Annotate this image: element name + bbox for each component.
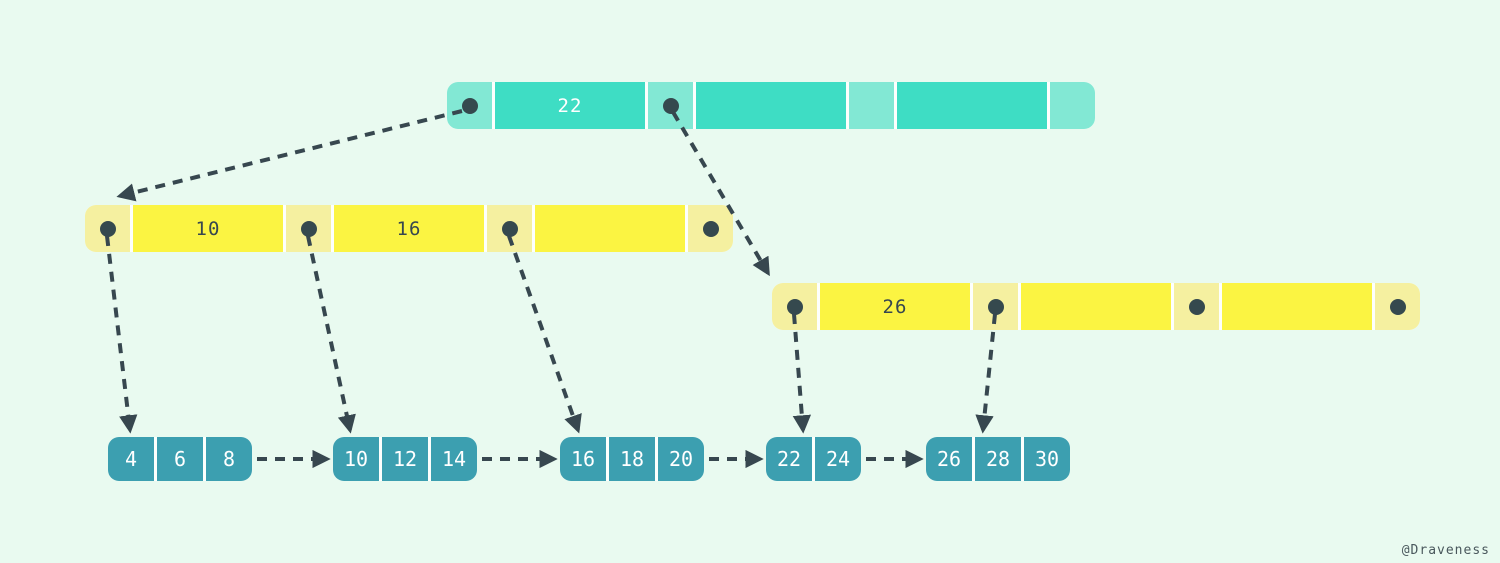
leaf-value: 28: [985, 447, 1011, 471]
internal-right-pointer-cell-3: [1375, 283, 1420, 330]
key-label: 26: [882, 295, 908, 318]
internal-left-key-cell-0: 10: [133, 205, 283, 252]
internal-left-key-cell-2: [535, 205, 685, 252]
root-key-cell-0: 22: [495, 82, 645, 129]
leaf-value: 16: [570, 447, 596, 471]
leaf-value: 20: [668, 447, 694, 471]
root-key-cell-2: [897, 82, 1047, 129]
leaf-cell: 22: [766, 437, 812, 481]
internal-left-key-cell-1: 16: [334, 205, 484, 252]
root-pointer-cell-1: [648, 82, 693, 129]
leaf-node-1: 4 6 8: [108, 437, 252, 481]
leaf-cell: 6: [157, 437, 203, 481]
leaf-value: 26: [936, 447, 962, 471]
leaf-value: 24: [825, 447, 851, 471]
leaf-value: 6: [173, 447, 187, 471]
leaf-value: 10: [343, 447, 369, 471]
internal-right-pointer-cell-1: [973, 283, 1018, 330]
internal-right-key-cell-2: [1222, 283, 1372, 330]
leaf-value: 14: [441, 447, 467, 471]
leaf-value: 30: [1034, 447, 1060, 471]
leaf-cell: 8: [206, 437, 252, 481]
pointer-dot: [786, 298, 803, 315]
internal-right-key-cell-0: 26: [820, 283, 970, 330]
internal-node-right: 26: [772, 283, 1420, 330]
pointer-dot: [300, 220, 317, 237]
leaf-value: 4: [124, 447, 138, 471]
root-key-label: 22: [557, 94, 583, 117]
leaf-value: 12: [392, 447, 418, 471]
pointer-dot: [1188, 298, 1205, 315]
pointer-dot: [461, 97, 478, 114]
leaf-cell: 20: [658, 437, 704, 481]
leaf-node-2: 10 12 14: [333, 437, 477, 481]
internal-left-pointer-cell-0: [85, 205, 130, 252]
internal-left-pointer-cell-3: [688, 205, 733, 252]
pointer-dot: [702, 220, 719, 237]
pointer-dot: [1389, 298, 1406, 315]
edge-internal-left-to-leaf-3: [507, 235, 582, 434]
leaf-node-5: 26 28 30: [926, 437, 1070, 481]
leaf-value: 8: [222, 447, 236, 471]
leaf-cell: 30: [1024, 437, 1070, 481]
leaf-cell: 12: [382, 437, 428, 481]
leaf-cell: 18: [609, 437, 655, 481]
root-key-cell-1: [696, 82, 846, 129]
leaf-cell: 16: [560, 437, 606, 481]
edge-internal-left-to-leaf-1: [105, 235, 138, 434]
edge-internal-right-to-leaf-5: [975, 313, 997, 434]
root-pointer-cell-0: [447, 82, 492, 129]
root-pointer-cell-3: [1050, 82, 1095, 129]
root-pointer-cell-2: [849, 82, 894, 129]
leaf-value: 22: [776, 447, 802, 471]
edge-internal-right-to-leaf-4: [792, 313, 812, 434]
leaf-node-4: 22 24: [766, 437, 861, 481]
pointer-dot: [501, 220, 518, 237]
internal-right-key-cell-1: [1021, 283, 1171, 330]
internal-left-pointer-cell-2: [487, 205, 532, 252]
leaf-cell: 14: [431, 437, 477, 481]
edge-root-to-internal-left: [116, 109, 463, 202]
pointer-dot: [662, 97, 679, 114]
pointer-dot: [99, 220, 116, 237]
key-label: 16: [396, 217, 422, 240]
internal-left-pointer-cell-1: [286, 205, 331, 252]
internal-right-pointer-cell-2: [1174, 283, 1219, 330]
key-label: 10: [195, 217, 221, 240]
leaf-value: 18: [619, 447, 645, 471]
leaf-cell: 26: [926, 437, 972, 481]
leaf-cell: 4: [108, 437, 154, 481]
internal-right-pointer-cell-0: [772, 283, 817, 330]
leaf-cell: 24: [815, 437, 861, 481]
internal-node-left: 10 16: [85, 205, 733, 252]
leaf-cell: 28: [975, 437, 1021, 481]
pointer-dot: [987, 298, 1004, 315]
leaf-cell: 10: [333, 437, 379, 481]
leaf-node-3: 16 18 20: [560, 437, 704, 481]
watermark: @Draveness: [1401, 543, 1490, 558]
edge-internal-left-to-leaf-2: [306, 235, 356, 434]
root-node: 22: [447, 82, 1095, 129]
